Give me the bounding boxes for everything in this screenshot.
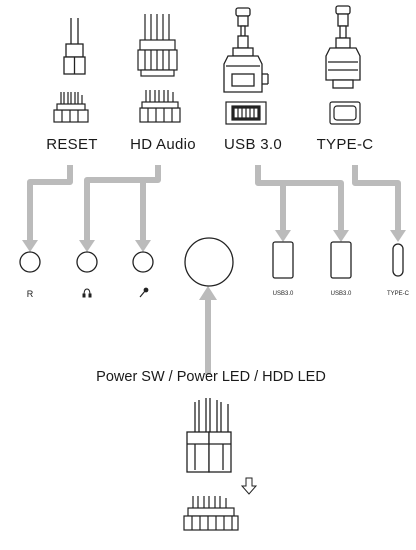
usb3-cable-plug xyxy=(223,7,269,93)
power-button xyxy=(184,237,234,287)
type-c-port xyxy=(392,243,404,277)
usb-left-port-label: USB3.0 xyxy=(272,291,294,297)
type-c-header xyxy=(329,101,361,125)
type-c-cable-plug xyxy=(325,5,361,89)
usb-port-right xyxy=(330,241,352,279)
power-connector-label: Power SW / Power LED / HDD LED xyxy=(96,369,326,385)
usb-port-left xyxy=(272,241,294,279)
power-cable-plug xyxy=(186,398,232,473)
reset-label: RESET xyxy=(46,136,98,153)
reset-header xyxy=(53,92,89,123)
usb3-header xyxy=(225,101,267,125)
power-header xyxy=(183,496,239,531)
headphone-port xyxy=(76,251,98,273)
routing-arrows xyxy=(27,165,401,375)
usb-right-port-label: USB3.0 xyxy=(330,291,352,297)
front-panel-ports xyxy=(19,237,404,287)
type-c-port-label: TYPE-C xyxy=(386,291,410,297)
microphone-icon xyxy=(139,287,149,298)
headphone-icon xyxy=(82,288,92,298)
reset-cable-plug xyxy=(63,18,86,75)
hd-audio-header xyxy=(139,90,181,123)
usb3-label: USB 3.0 xyxy=(224,136,282,153)
hd-audio-cable-plug xyxy=(137,14,178,77)
hd-audio-label: HD Audio xyxy=(130,136,196,153)
reset-port-label: R xyxy=(26,289,34,299)
arrow-heads xyxy=(22,230,406,300)
type-c-label: TYPE-C xyxy=(316,136,374,153)
down-arrow-icon xyxy=(240,477,258,495)
reset-button-port xyxy=(19,251,41,273)
microphone-port xyxy=(132,251,154,273)
